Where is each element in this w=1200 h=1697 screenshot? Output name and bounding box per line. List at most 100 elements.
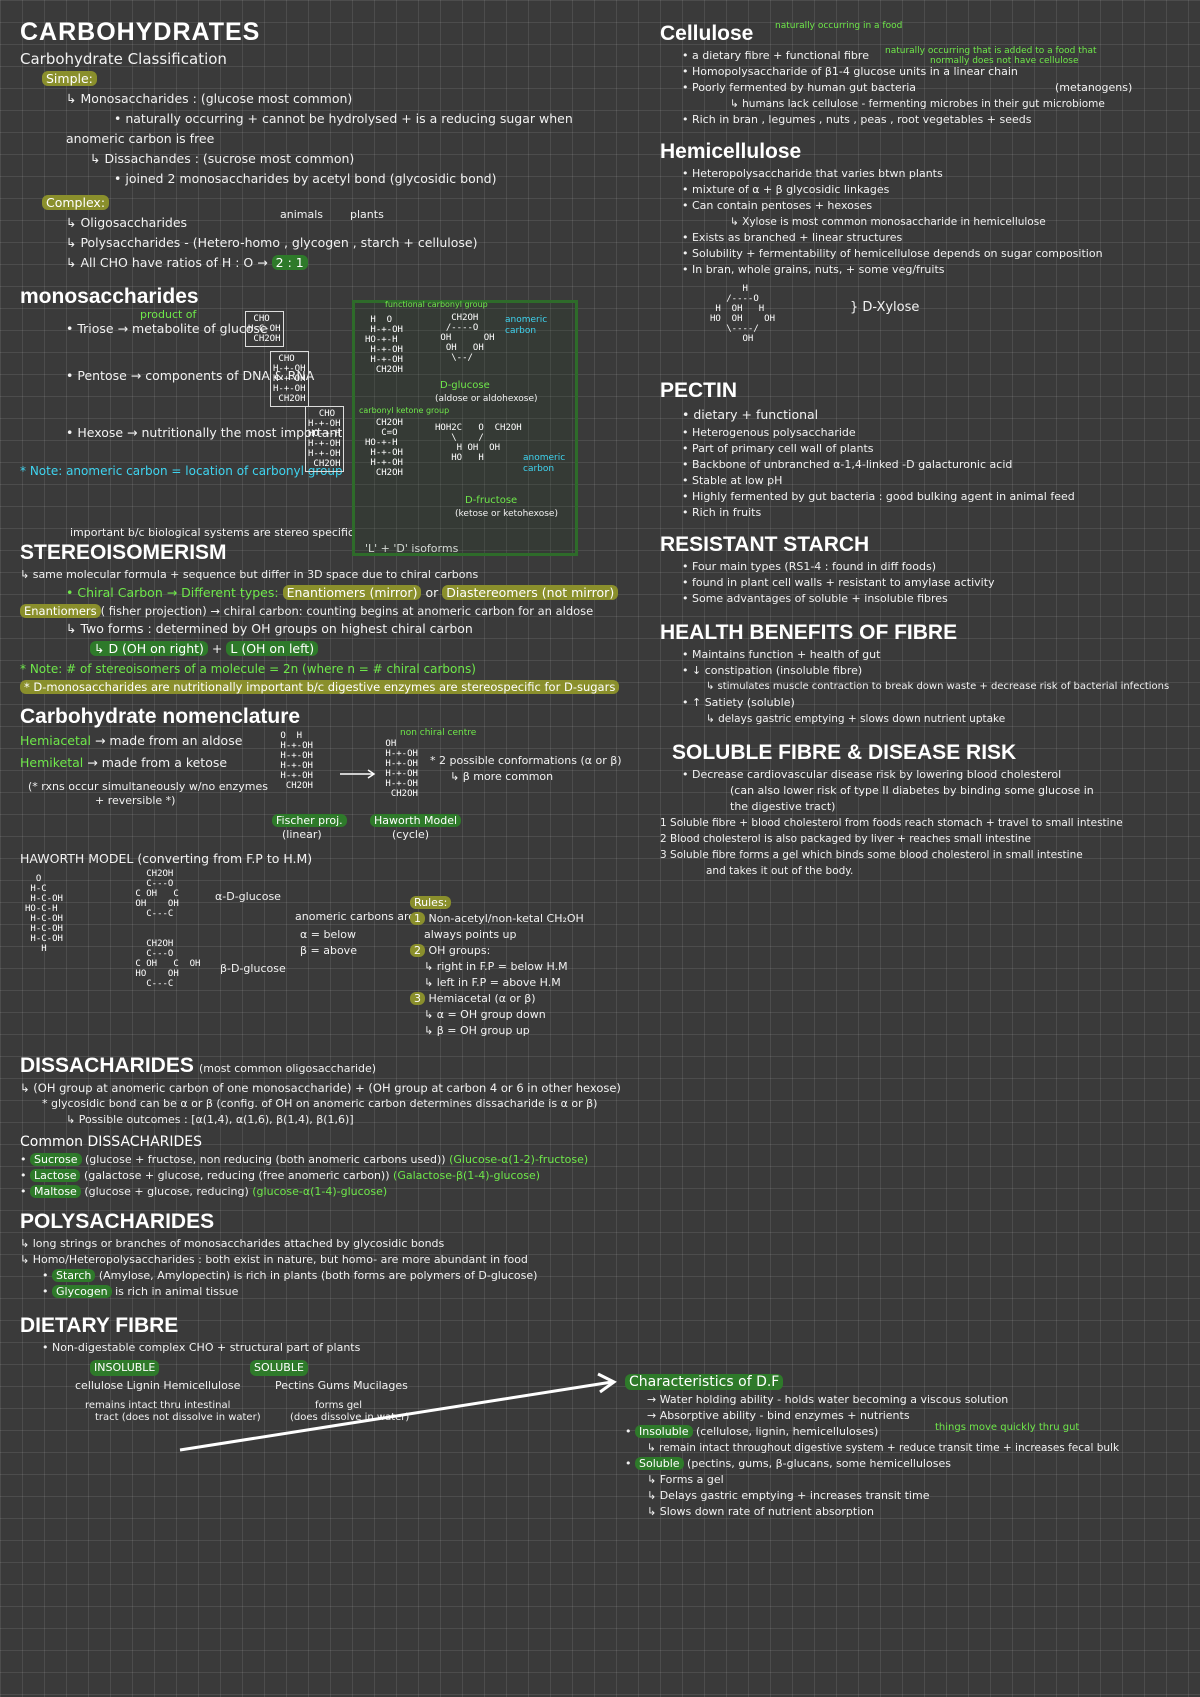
alpha-below: α = below — [300, 928, 356, 941]
dissach-line: * glycosidic bond can be α or β (config.… — [42, 1097, 598, 1110]
stereo-annot: important b/c biological systems are ste… — [70, 526, 354, 539]
pectin-line: • Highly fermented by gut bacteria : goo… — [682, 490, 1075, 503]
glucose-fischer: O H-C H-C-OH HO-C-H H-C-OH H-C-OH H-C-OH… — [25, 874, 63, 954]
beta-above: β = above — [300, 944, 357, 957]
cellulose-annot2: naturally occurring that is added to a f… — [885, 46, 1097, 56]
insoluble-note: remains intact thru intestinal — [85, 1400, 231, 1411]
fischer-label: Fischer proj. — [272, 814, 347, 827]
cellulose-annot3: normally does not have cellulose — [930, 56, 1079, 66]
charac-line: → Water holding ability - holds water be… — [647, 1393, 1009, 1406]
convert-arrow-icon — [340, 769, 376, 779]
rule-line: 3 Hemiacetal (α or β) — [410, 991, 625, 1007]
insoluble-items: cellulose Lignin Hemicellulose — [75, 1379, 241, 1392]
resistant-heading: RESISTANT STARCH — [660, 533, 870, 556]
complex-item: ↳ Polysaccharides - (Hetero-homo , glyco… — [66, 235, 478, 250]
disease-heading: SOLUBLE FIBRE & DISEASE RISK — [672, 741, 1017, 764]
stereo-line: ↳ Two forms : determined by OH groups on… — [66, 621, 473, 636]
charac-line: ↳ Forms a gel — [647, 1473, 724, 1486]
rxns-note: (* rxns occur simultaneously w/no enzyme… — [28, 780, 268, 793]
alpha-label: α-D-glucose — [215, 890, 281, 903]
haworth-structure: OH H-+-OH H-+-OH H-+-OH H-+-OH CH2OH — [385, 739, 418, 799]
health-line: • ↓ constipation (insoluble fibre) — [682, 664, 863, 677]
hemi-line: • Can contain pentoses + hexoses — [682, 199, 873, 212]
simple-label: Simple: — [42, 71, 97, 86]
soluble-items: Pectins Gums Mucilages — [275, 1379, 408, 1392]
annot-animals: animals — [280, 208, 324, 221]
stereo-note-d: * D-monosaccharides are nutritionally im… — [20, 680, 620, 694]
resistant-line: • found in plant cell walls + resistant … — [682, 576, 995, 589]
alpha-ring: CH2OH C---O C OH C OH OH C---C — [135, 869, 179, 919]
characteristics-section: Characteristics of D.F → Water holding a… — [625, 1372, 1185, 1520]
xylose-label: } D-Xylose — [850, 300, 920, 315]
conform-note2: ↳ β more common — [450, 770, 554, 783]
insoluble-label: INSOLUBLE — [90, 1360, 160, 1376]
health-line: • ↑ Satiety (soluble) — [682, 696, 795, 709]
rule-line: ↳ α = OH group down — [424, 1008, 546, 1021]
dissach-sub: (most common oligosaccharide) — [198, 1062, 377, 1075]
fibre-heading: DIETARY FIBRE — [20, 1314, 179, 1337]
rule-line: ↳ left in F.P = above H.M — [424, 976, 561, 989]
disease-step: 3 Soluble fibre forms a gel which binds … — [660, 849, 1083, 861]
health-line: ↳ delays gastric emptying + slows down n… — [706, 713, 1006, 725]
triose-annot: product of — [140, 308, 197, 321]
complex-item: ↳ Oligosaccharides animals plants — [66, 208, 384, 230]
stereo-line: ↳ same molecular formula + sequence but … — [20, 568, 479, 581]
right-column: Cellulose naturally occurring in a food … — [660, 21, 1185, 879]
charac-line: ↳ remain intact throughout digestive sys… — [647, 1442, 1120, 1454]
hemi-line: • In bran, whole grains, nuts, + some ve… — [682, 263, 945, 276]
glucose-sub: (aldose or aldohexose) — [435, 394, 538, 404]
soluble-note: forms gel — [315, 1400, 362, 1411]
cellulose-line: • Poorly fermented by human gut bacteria… — [682, 81, 1133, 94]
starch-line: • Starch (Amylose, Amylopectin) is rich … — [42, 1269, 538, 1282]
haworth-sub: (cycle) — [392, 828, 430, 841]
mono-heading: monosaccharides — [20, 285, 199, 308]
triose-structure: CHO H-C-OH CH2OH — [245, 311, 284, 347]
disease-line: the digestive tract) — [730, 800, 836, 813]
cellulose-line: • Rich in bran , legumes , nuts , peas ,… — [682, 113, 1032, 126]
pectin-line: • Rich in fruits — [682, 506, 762, 519]
charac-heading: Characteristics of D.F — [625, 1374, 784, 1390]
disease-step: 1 Soluble fibre + blood cholesterol from… — [660, 817, 1123, 829]
pectin-line: • dietary + functional — [682, 407, 819, 422]
stereo-heading: STEREOISOMERISM — [20, 541, 227, 564]
xylose-section: H /----O H OH H HO OH OH \----/ OH } D-X… — [660, 278, 1185, 363]
fructose-linear: CH2OH C=O HO-+-H H-+-OH H-+-OH CH2OH — [365, 418, 403, 478]
insoluble-note2: tract (does not dissolve in water) — [95, 1412, 261, 1423]
pectin-heading: PECTIN — [660, 379, 738, 402]
disease-line: (can also lower risk of type II diabetes… — [730, 784, 1094, 797]
anomeric-label: anomeric carbons are: — [295, 910, 419, 923]
triose-line: • Triose → metabolite of glucose — [66, 321, 268, 336]
pectin-line: • Backbone of unbranched α-1,4-linked -D… — [682, 458, 1013, 471]
charac-soluble: • Soluble (pectins, gums, β-glucans, som… — [625, 1457, 951, 1470]
hemi-line: • Solubility + fermentability of hemicel… — [682, 247, 1103, 260]
beta-ring: CH2OH C---O C OH C OH HO OH C---C — [135, 939, 201, 989]
carbonyl-annot: carbonyl ketone group — [359, 406, 450, 415]
pentose-line: • Pentose → components of DNA & RNA — [66, 368, 315, 383]
hemi-line: ↳ Xylose is most common monosaccharide i… — [730, 216, 1046, 228]
health-heading: HEALTH BENEFITS OF FIBRE — [660, 621, 958, 644]
dissach-line: ↳ (OH group at anomeric carbon of one mo… — [20, 1081, 621, 1095]
ratio-badge: 2 : 1 — [271, 255, 308, 270]
pectin-line: • Heterogenous polysaccharide — [682, 426, 856, 439]
haworth-section: O H-C H-C-OH HO-C-H H-C-OH H-C-OH H-C-OH… — [20, 869, 640, 1044]
hemi-heading: Hemicellulose — [660, 140, 802, 163]
disease-line: • Decrease cardiovascular disease risk b… — [682, 768, 1062, 781]
fructose-sub: (ketose or ketohexose) — [455, 509, 558, 519]
cellulose-line: • a dietary fibre + functional fibre — [682, 49, 869, 62]
page-title: CARBOHYDRATES — [20, 18, 261, 46]
complex-label: Complex: — [42, 195, 110, 210]
fructose-ring: HOH2C O CH2OH \ / H OH OH HO H — [435, 423, 522, 463]
fibre-line: • Non-digestable complex CHO + structura… — [42, 1341, 361, 1354]
health-line: ↳ stimulates muscle contraction to break… — [706, 681, 1170, 692]
conform-note: * 2 possible conformations (α or β) — [430, 754, 622, 767]
cellulose-line: ↳ humans lack cellulose - fermenting mic… — [730, 98, 1105, 110]
cellulose-heading: Cellulose — [660, 22, 754, 45]
poly-line: ↳ Homo/Heteropolysaccharides : both exis… — [20, 1253, 528, 1266]
rules-heading: Rules: — [410, 896, 452, 909]
common-dissach-heading: Common DISSACHARIDES — [20, 1134, 203, 1150]
resistant-line: • Some advantages of soluble + insoluble… — [682, 592, 948, 605]
pectin-line: • Stable at low pH — [682, 474, 783, 487]
simple-item: • naturally occurring + cannot be hydrol… — [114, 111, 573, 126]
simple-item: anomeric carbon is free — [66, 131, 215, 146]
